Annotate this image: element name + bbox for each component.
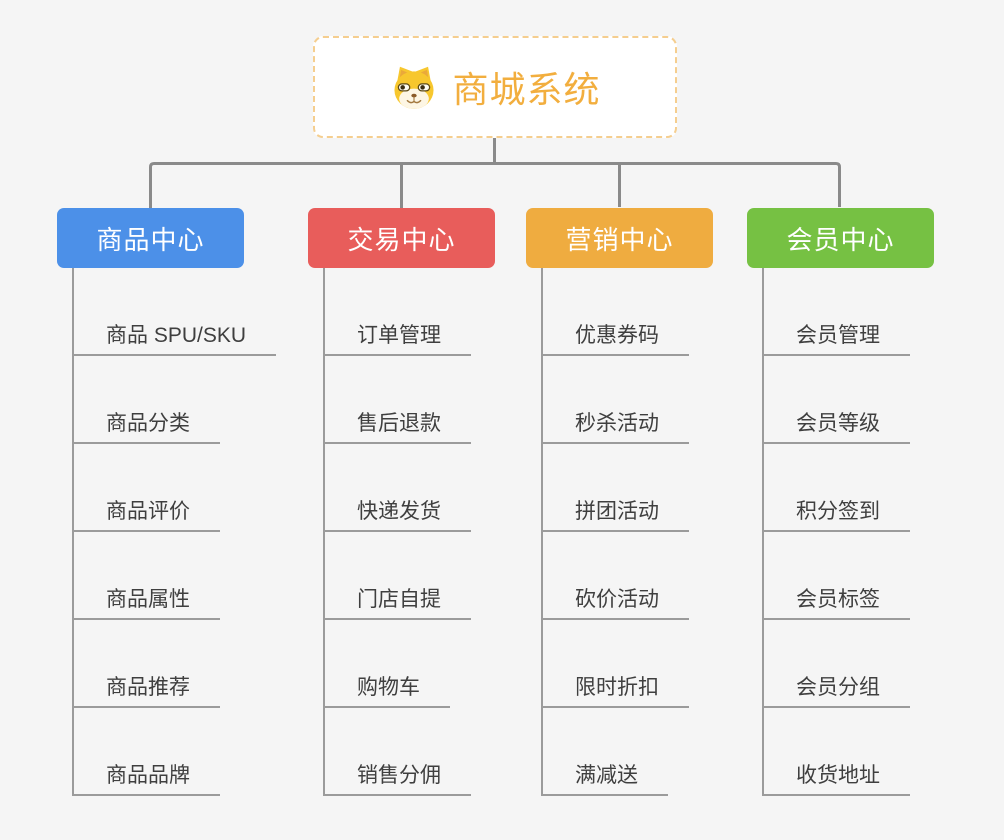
leaf-node[interactable]: 商品品牌 bbox=[72, 708, 276, 796]
leaf-node[interactable]: 会员管理 bbox=[762, 268, 910, 356]
branch-children-marketing-center: 优惠券码 秒杀活动 拼团活动 砍价活动 限时折扣 满减送 bbox=[541, 268, 689, 796]
leaf-node[interactable]: 商品分类 bbox=[72, 356, 276, 444]
branch-node-marketing-center[interactable]: 营销中心 bbox=[526, 208, 713, 268]
leaf-node[interactable]: 快递发货 bbox=[323, 444, 471, 532]
leaf-node[interactable]: 秒杀活动 bbox=[541, 356, 689, 444]
leaf-node[interactable]: 商品推荐 bbox=[72, 620, 276, 708]
leaf-node[interactable]: 售后退款 bbox=[323, 356, 471, 444]
doge-icon bbox=[394, 66, 435, 109]
branch-children-member-center: 会员管理 会员等级 积分签到 会员标签 会员分组 收货地址 bbox=[762, 268, 910, 796]
branch-node-trade-center[interactable]: 交易中心 bbox=[308, 208, 495, 268]
branch-node-product-center[interactable]: 商品中心 bbox=[57, 208, 244, 268]
leaf-node[interactable]: 会员分组 bbox=[762, 620, 910, 708]
leaf-node[interactable]: 收货地址 bbox=[762, 708, 910, 796]
leaf-node[interactable]: 商品评价 bbox=[72, 444, 276, 532]
branch-label: 营销中心 bbox=[565, 224, 674, 255]
leaf-node[interactable]: 优惠券码 bbox=[541, 268, 689, 356]
leaf-node[interactable]: 订单管理 bbox=[323, 268, 471, 356]
leaf-node[interactable]: 商品属性 bbox=[72, 532, 276, 620]
leaf-node[interactable]: 门店自提 bbox=[323, 532, 471, 620]
branch-children-product-center: 商品 SPU/SKU 商品分类 商品评价 商品属性 商品推荐 商品品牌 bbox=[72, 268, 277, 796]
branch-label: 商品中心 bbox=[96, 224, 205, 255]
leaf-node[interactable]: 购物车 bbox=[323, 620, 471, 708]
branch-node-member-center[interactable]: 会员中心 bbox=[747, 208, 934, 268]
branch-label: 会员中心 bbox=[786, 224, 895, 255]
leaf-node[interactable]: 销售分佣 bbox=[323, 708, 471, 796]
leaf-node[interactable]: 拼团活动 bbox=[541, 444, 689, 532]
leaf-node[interactable]: 会员等级 bbox=[762, 356, 910, 444]
branch-label: 交易中心 bbox=[347, 224, 456, 255]
leaf-node[interactable]: 限时折扣 bbox=[541, 620, 689, 708]
branch-children-trade-center: 订单管理 售后退款 快递发货 门店自提 购物车 销售分佣 bbox=[323, 268, 471, 796]
leaf-node[interactable]: 砍价活动 bbox=[541, 532, 689, 620]
leaf-node[interactable]: 商品 SPU/SKU bbox=[72, 268, 277, 356]
root-node-mall-system[interactable]: 商城系统 bbox=[313, 36, 677, 138]
leaf-node[interactable]: 满减送 bbox=[541, 708, 689, 796]
leaf-node[interactable]: 积分签到 bbox=[762, 444, 910, 532]
root-node-title: 商城系统 bbox=[452, 69, 601, 110]
leaf-node[interactable]: 会员标签 bbox=[762, 532, 910, 620]
